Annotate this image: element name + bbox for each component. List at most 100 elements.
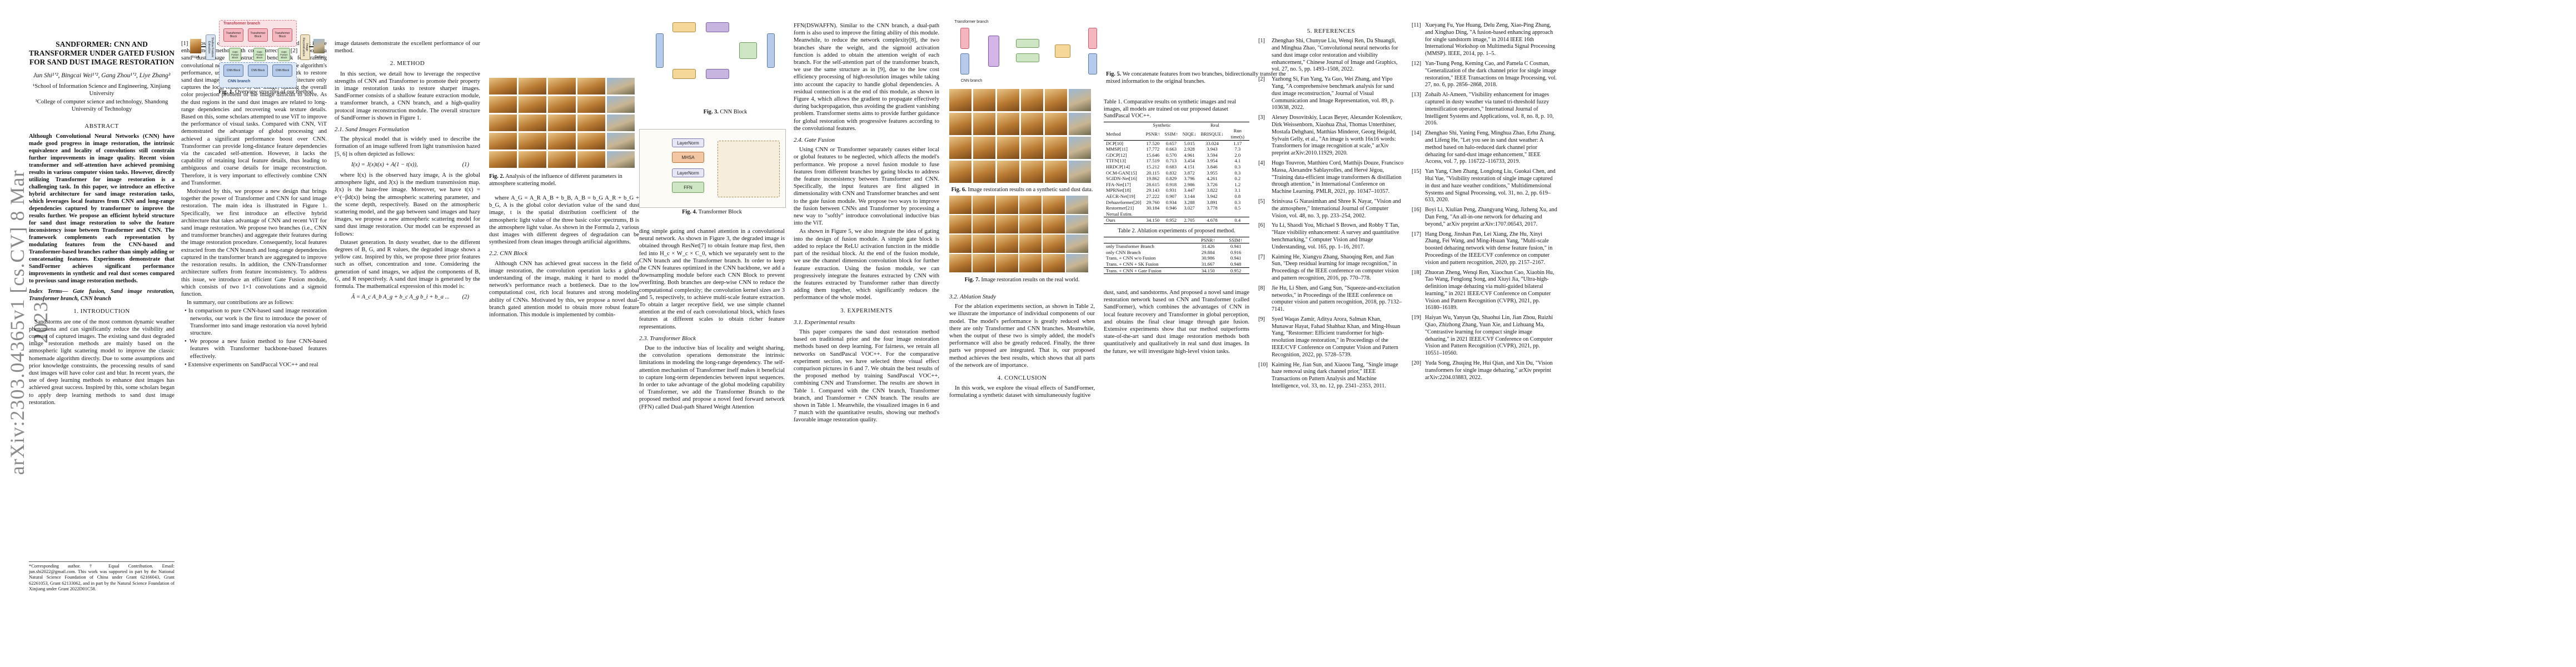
sample-image-tile (949, 113, 971, 135)
table-1-cell: 5.015 (1184, 140, 1195, 146)
table-1-cell (1143, 211, 1162, 217)
layernorm-1: LayerNorm (672, 138, 704, 147)
col6-paragraph: FFN(DSWAFFN). Similar to the CNN branch,… (794, 23, 939, 132)
table-1-cell: AECR-Net[19] (1106, 193, 1135, 199)
reference-item: [15]Yan Yang, Chen Zhang, Longlong Liu, … (1412, 168, 1557, 204)
reference-number: [5] (1258, 198, 1265, 205)
reference-text: Xueyang Fu, Yue Huang, Delu Zeng, Xiao-P… (1425, 22, 1556, 57)
gate-fusion-3: Gate Fusion Block (278, 48, 290, 61)
reference-item: [19]Haiyan Wu, Yanyun Qu, Shaohui Lin, J… (1412, 315, 1557, 357)
table-1-cell: 3.822 (1207, 187, 1218, 193)
equation-1: I(x) = J(x)t(x) + A(1 − t(x)), (1) (335, 161, 480, 168)
sample-image-tile (1069, 137, 1091, 159)
figure-5-caption: Fig. 5. We concatenate features from two… (1106, 71, 1301, 85)
table-1-cell: 0.832 (1165, 170, 1177, 176)
reference-number: [18] (1412, 269, 1421, 276)
sample-image-tile (519, 78, 546, 94)
reference-item: [7]Kaiming He, Xiangyu Zhang, Shaoqing R… (1258, 254, 1404, 282)
column-5: ding simple gating and channel attention… (639, 228, 785, 412)
table-1-cell: 3.955 (1207, 170, 1218, 176)
column-6: FFN(DSWAFFN). Similar to the CNN branch,… (794, 22, 939, 425)
figure-3-cnn-block (650, 11, 800, 106)
table-1-cell: 3.1 (1234, 187, 1241, 193)
col5-paragraph: ding simple gating and channel attention… (639, 228, 785, 330)
sample-image-tile (577, 151, 605, 168)
table-1-cell: Ours (1106, 217, 1115, 223)
references-list-1: [1]Zhenghao Shi, Chunyue Liu, Wenqi Ren,… (1258, 38, 1404, 390)
figure-6-number: Fig. 6. (951, 187, 966, 193)
table-2-caption: Table 2. Ablation experiments of propose… (1118, 228, 1235, 234)
table-1-cell: 28.615 (1146, 181, 1160, 187)
sample-image-tile (949, 161, 971, 183)
table-2-cell: Trans. + CNN + SK Fusion (1106, 261, 1159, 267)
sample-image-tile (973, 196, 995, 214)
contribution-2: • We propose a new fusion method to fuse… (185, 339, 327, 360)
sample-image-tile (1019, 235, 1042, 253)
reference-number: [6] (1258, 222, 1265, 229)
sample-image-tile (1069, 89, 1091, 111)
equation-2: Ã = A_c A_b A_g + b_c A_g b_i + b_a ... … (335, 293, 480, 301)
table-1-cell: 0.946 (1165, 205, 1177, 211)
reference-number: [15] (1412, 168, 1421, 175)
sand-formulation-p2: where I(x) is the observed hazy image, A… (335, 172, 480, 237)
table-1-cell: 1.17 (1233, 140, 1242, 146)
reference-item: [16]Boyi Li, Xiulian Peng, Zhangyang Wan… (1412, 207, 1557, 228)
paper-authors: Jun Shi¹ʼ², Bingcai Wei¹ʼ², Gang Zhou¹ʼ²… (33, 72, 171, 79)
column-7-right: dust, sand, and sandstorms. And proposed… (1104, 289, 1249, 356)
table-1-cell: MPRNet[18] (1106, 187, 1131, 193)
references-column-1: 5. REFERENCES [1]Zhenghao Shi, Chunyue L… (1258, 22, 1404, 393)
reference-number: [10] (1258, 361, 1268, 368)
sample-image-tile (1069, 113, 1091, 135)
table-1-cell: 2.705 (1184, 217, 1195, 223)
reference-item: [5]Srinivasa G Narasimhan and Shree K Na… (1258, 198, 1404, 220)
fig5-out-trans (1088, 28, 1097, 49)
dataset-generation: Dataset generation. In dusty weather, du… (335, 239, 480, 290)
figure-5-number: Fig. 5. (1106, 71, 1122, 77)
sample-image-tile (1043, 235, 1065, 253)
reference-item: [6]Yu Li, Shaodi You, Michael S Brown, a… (1258, 222, 1404, 251)
reference-item: [11]Xueyang Fu, Yue Huang, Delu Zeng, Xi… (1412, 22, 1557, 58)
table-1-header: NIQE↓ (1182, 131, 1197, 137)
reference-item: [9]Syed Waqas Zamir, Aditya Arora, Salma… (1258, 316, 1404, 359)
table-1-cell: Dehazeformer[20] (1106, 199, 1142, 205)
sample-image-tile (1021, 137, 1043, 159)
reference-number: [16] (1412, 207, 1421, 213)
layernorm-2: LayerNorm (672, 168, 704, 177)
table-1-cell: GDCP[12] (1106, 152, 1127, 158)
sample-image-tile (1043, 215, 1065, 233)
gate-unit-bottom (706, 69, 729, 79)
table-2-cell: only Transformer Branch (1106, 243, 1154, 250)
table-1-cell: 0.663 (1165, 146, 1177, 152)
sample-image-tile (949, 254, 971, 272)
reference-item: [3]Alexey Dosovitskiy, Lucas Beyer, Alex… (1258, 115, 1404, 157)
figure-5-fusion: Transformer branch CNN branch (949, 17, 1249, 86)
stem-block: Shallow Feature Extraction (206, 34, 216, 60)
fig5-cnn-label: CNN branch (960, 78, 983, 83)
reference-text: Zhuoran Zheng, Wenqi Ren, Xiaochun Cao, … (1425, 269, 1554, 311)
table-1-cell: 15.646 (1146, 152, 1160, 158)
table-1-cell: 1.2 (1234, 181, 1241, 187)
sample-image-tile (577, 133, 605, 150)
sample-image-tile (1066, 235, 1088, 253)
sample-image-tile (973, 113, 995, 135)
sample-image-tile (997, 89, 1019, 111)
table-1-cell: OCM-GAN[15] (1106, 170, 1137, 176)
reference-item: [8]Jie Hu, Li Shen, and Gang Sun, "Squee… (1258, 285, 1404, 313)
table-1-cell: 34.150 (1146, 217, 1160, 223)
table-1-cell: 3.454 (1184, 158, 1195, 164)
reference-item: [20]Yuda Song, Zhuqing He, Hui Qian, and… (1412, 360, 1557, 381)
figure-7-number: Fig. 7. (964, 277, 980, 283)
sample-image-tile (1043, 254, 1065, 272)
table-1-cell: 30.184 (1146, 205, 1160, 211)
sample-image-tile (607, 78, 635, 94)
sample-image-tile (973, 161, 995, 183)
sample-image-tile (577, 115, 605, 131)
fig5-trans-label: Transformer branch (954, 19, 989, 24)
introduction-heading: 1. INTRODUCTION (73, 308, 130, 315)
fig5-trans-tensor (960, 28, 969, 49)
table-1-header: SSIM↑ (1164, 131, 1178, 137)
table-1-cell: 2.0 (1234, 152, 1241, 158)
